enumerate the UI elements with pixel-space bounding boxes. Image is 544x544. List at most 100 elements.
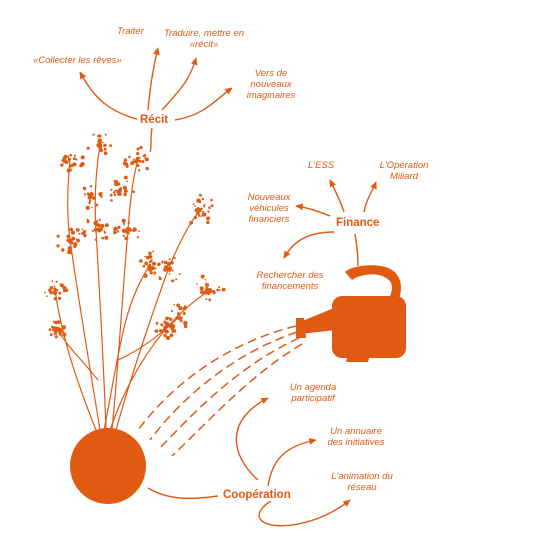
bloom-dot <box>142 264 146 268</box>
bloom-dot <box>170 324 176 329</box>
bloom-dot <box>163 320 167 324</box>
finance-arrows <box>283 179 377 267</box>
bloom-dot <box>119 187 122 190</box>
bloom-dot <box>136 152 140 156</box>
bloom-dot <box>75 228 80 232</box>
bloom-dot <box>218 286 220 288</box>
bloom-dot <box>117 225 121 229</box>
bloom-dot <box>171 269 174 272</box>
bloom-dot <box>198 200 202 204</box>
bloom-dot <box>70 241 74 245</box>
bloom-dot <box>124 236 128 240</box>
finance-item-vehicules: Nouveaux véhicules financiers <box>247 192 291 225</box>
bloom-dot <box>153 266 156 270</box>
bloom-dot <box>192 203 195 206</box>
bloom-dot <box>168 273 171 275</box>
bloom-dot <box>216 288 220 292</box>
bloom-dot <box>80 232 83 235</box>
bloom-dot <box>177 311 180 315</box>
bloom-dot <box>136 236 139 239</box>
bloom-dot <box>49 290 53 295</box>
bloom-dot <box>123 175 128 180</box>
bloom-dot <box>110 199 113 202</box>
bloom-dot <box>178 273 181 275</box>
bloom-dot <box>143 154 147 157</box>
bloom-dot <box>69 153 72 157</box>
bloom-dot <box>122 185 127 190</box>
bloom-dot <box>85 205 90 210</box>
bloom-dot <box>83 193 86 196</box>
bloom-dot <box>169 333 174 338</box>
flower-bouquet-icon <box>44 133 226 431</box>
bloom-dot <box>60 163 64 167</box>
bloom-dot <box>177 315 180 318</box>
bloom-dot <box>148 251 152 256</box>
bloom-dot <box>183 324 188 329</box>
bloom-dot <box>138 230 140 232</box>
bloom-dot <box>160 323 164 327</box>
bloom-dot <box>205 298 208 301</box>
bloom-dot <box>173 304 175 306</box>
bloom-dot <box>86 220 90 224</box>
bloom-dot <box>63 154 68 159</box>
bloom-dot <box>100 142 102 144</box>
bloom-dot <box>137 169 141 172</box>
bloom-dot <box>70 163 74 167</box>
bloom-dot <box>48 328 52 332</box>
bloom-dot <box>65 288 69 292</box>
bloom-dot <box>90 191 93 194</box>
cooperation-item-agenda: Un agenda participatif <box>289 382 337 404</box>
bloom-dot <box>68 228 71 231</box>
bloom-dot <box>175 278 178 281</box>
bloom-dot <box>56 244 60 248</box>
bloom-dot <box>132 228 136 232</box>
bloom-dot <box>59 283 62 286</box>
bloom-dot <box>98 147 103 152</box>
bloom-dot <box>201 197 204 201</box>
bloom-dot <box>152 250 155 253</box>
bloom-dot <box>68 242 70 244</box>
bloom-dot <box>166 331 169 334</box>
bloom-dot <box>164 265 169 270</box>
bloom-dot <box>208 206 211 209</box>
recit-item-traduire: Traduire, mettre en «récit» <box>163 28 245 50</box>
recit-item-traiter: Traiter <box>117 26 144 37</box>
bloom-dot <box>207 210 210 213</box>
bloom-dot <box>100 191 103 194</box>
bloom-dot <box>56 320 61 324</box>
bloom-dot <box>203 203 206 206</box>
bloom-dot <box>73 154 76 157</box>
bloom-dot <box>199 286 204 291</box>
bloom-dot <box>89 193 91 195</box>
recit-item-collecter: «Collecter les rêves» <box>33 55 122 66</box>
bloom-dot <box>210 290 213 294</box>
bloom-dot <box>101 236 104 240</box>
bloom-dot <box>168 317 173 321</box>
bloom-dot <box>132 190 135 194</box>
bloom-dot <box>205 283 210 287</box>
bloom-dot <box>103 147 107 151</box>
bloom-dot <box>76 238 80 243</box>
bloom-dot <box>88 201 91 205</box>
bloom-dot <box>87 195 92 200</box>
bloom-dot <box>143 273 148 278</box>
bloom-dot <box>53 285 56 288</box>
bloom-dot <box>154 329 159 333</box>
bloom-dot <box>182 312 186 315</box>
bloom-dot <box>80 165 83 168</box>
bloom-dot <box>164 330 167 333</box>
cooperation-item-annuaire: Un annuaire des initiatives <box>327 426 385 448</box>
bloom-dot <box>109 193 113 197</box>
bloom-dot <box>189 220 194 225</box>
bloom-dot <box>109 144 112 148</box>
bloom-dot <box>103 231 106 234</box>
bloom-dot <box>171 279 175 283</box>
bloom-dot <box>88 199 92 203</box>
bloom-dot <box>219 289 221 292</box>
bloom-dot <box>157 262 161 267</box>
bloom-dot <box>97 135 100 138</box>
bloom-dot <box>196 207 200 211</box>
bloom-dot <box>170 309 174 313</box>
cooperation-title: Coopération <box>220 489 294 501</box>
